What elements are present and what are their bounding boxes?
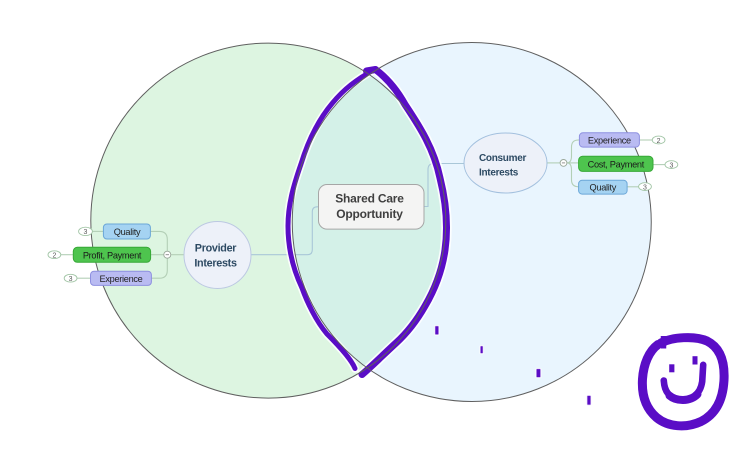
svg-text:Interests: Interests [479, 167, 519, 178]
svg-text:Quality: Quality [590, 183, 617, 193]
svg-text:Quality: Quality [114, 227, 141, 237]
svg-text:2: 2 [657, 138, 661, 145]
svg-text:3: 3 [84, 229, 88, 236]
svg-text:Opportunity: Opportunity [336, 207, 403, 221]
svg-text:Experience: Experience [588, 135, 631, 145]
svg-text:Cost, Payment: Cost, Payment [588, 160, 645, 170]
svg-text:Shared Care: Shared Care [335, 191, 404, 205]
svg-text:Provider: Provider [195, 243, 238, 255]
svg-text:Consumer: Consumer [479, 153, 526, 164]
svg-text:3: 3 [669, 162, 673, 169]
svg-text:3: 3 [69, 276, 73, 283]
svg-text:Interests: Interests [194, 258, 237, 270]
svg-text:Profit, Payment: Profit, Payment [83, 251, 142, 261]
svg-text:2: 2 [52, 253, 56, 260]
svg-text:Experience: Experience [100, 274, 143, 284]
svg-text:3: 3 [643, 184, 647, 191]
